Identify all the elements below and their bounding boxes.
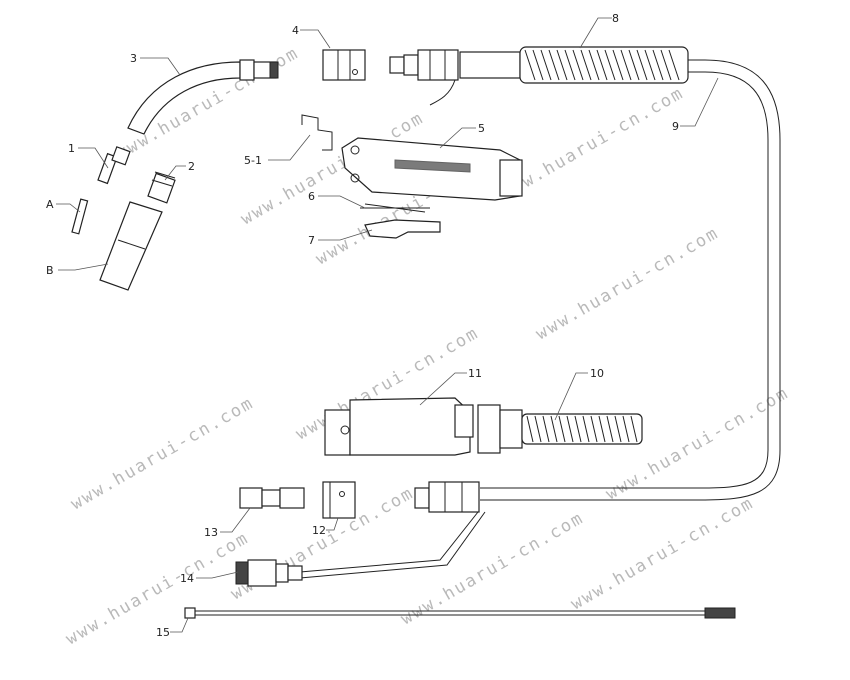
leader-lines (56, 17, 719, 633)
label-7: 7 (308, 234, 315, 247)
label-3: 3 (130, 52, 137, 65)
label-15: 15 (156, 626, 170, 639)
part-12-block (322, 481, 356, 519)
part-3-swan-neck (127, 59, 279, 135)
front-connector (389, 49, 459, 106)
watermark: www.huarui-cn.com (68, 393, 258, 514)
part-10-rear-spring (477, 404, 643, 454)
part-5-handle (341, 137, 523, 201)
handle-grip-texture (394, 159, 471, 173)
label-9: 9 (672, 120, 679, 133)
part-14-control-plug (235, 559, 303, 587)
part-15-liner (184, 607, 736, 619)
label-B: B (46, 264, 54, 277)
label-6: 6 (308, 190, 315, 203)
label-11: 11 (468, 367, 482, 380)
part-4-connector (322, 49, 366, 81)
part-13-adapter (239, 487, 305, 509)
watermarks: www.huarui-cn.com www.huarui-cn.com www.… (63, 43, 793, 649)
part-2-diffuser (147, 171, 176, 204)
part-6-spring (360, 203, 430, 213)
spring-coils (524, 49, 680, 81)
part-8-rear-spring (459, 46, 689, 84)
part-A-contact-tip (71, 198, 89, 235)
label-1: 1 (68, 142, 75, 155)
watermark: www.huarui-cn.com (498, 83, 688, 204)
label-10: 10 (590, 367, 604, 380)
part-5-1-hanger (301, 114, 333, 151)
part-11-rear-handle (324, 397, 474, 456)
label-2: 2 (188, 160, 195, 173)
label-5-1: 5-1 (244, 154, 262, 167)
label-A: A (46, 198, 54, 211)
watermark: www.huarui-cn.com (113, 43, 303, 164)
label-12: 12 (312, 524, 326, 537)
label-13: 13 (204, 526, 218, 539)
cable-9-inner (480, 71, 769, 489)
callout-labels: 3 4 8 9 5 5-1 6 7 1 2 A B 11 10 12 13 14… (46, 12, 679, 639)
part-7-trigger (364, 219, 441, 239)
label-8: 8 (612, 12, 619, 25)
rear-cable-connector (299, 481, 486, 579)
part-1-tip-holder (97, 146, 131, 185)
label-14: 14 (180, 572, 194, 585)
watermark: www.huarui-cn.com (568, 493, 758, 614)
label-4: 4 (292, 24, 299, 37)
label-5: 5 (478, 122, 485, 135)
watermark: www.huarui-cn.com (533, 223, 723, 344)
part-B-nozzle (99, 201, 163, 291)
cable-9-outer (480, 59, 781, 501)
